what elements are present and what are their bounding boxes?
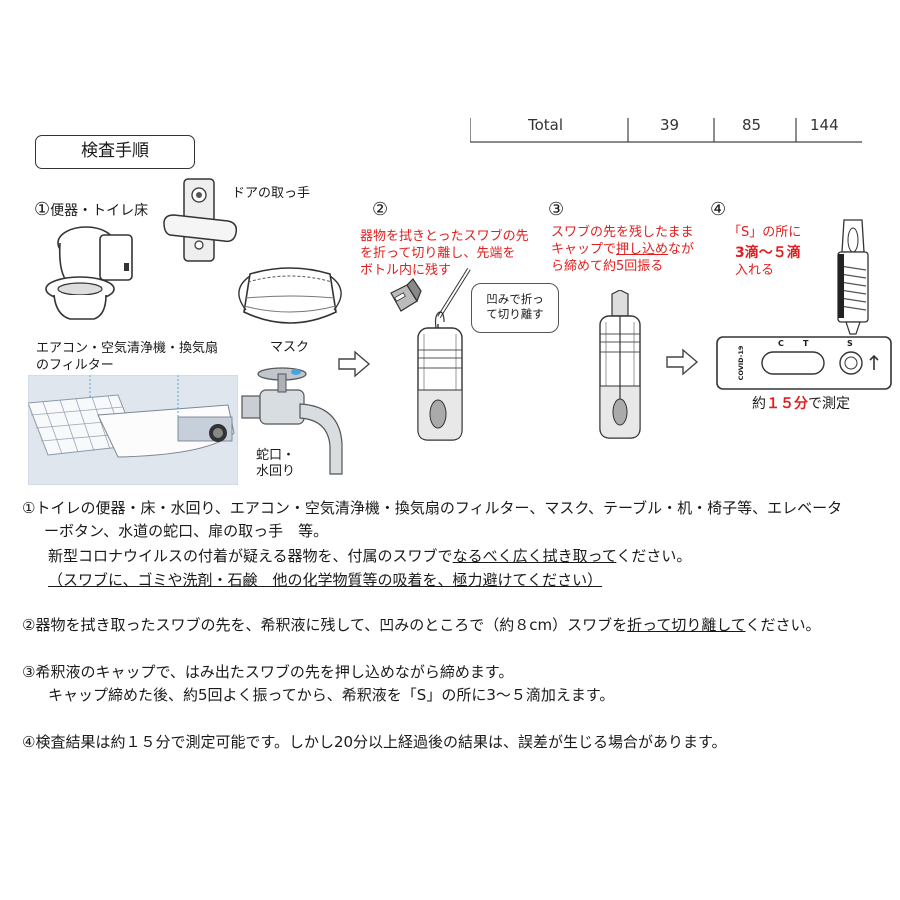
instruction-3-line1: ③希釈液のキャップで、はみ出たスワブの先を押し込めながら締めます。 (22, 663, 514, 681)
test-cassette-illustration (716, 336, 892, 390)
cassette-mark-c: C (778, 339, 784, 348)
step1-number: ① (34, 199, 51, 220)
door-handle-label: ドアの取っ手 (232, 186, 311, 201)
dropper-bottle-illustration (837, 219, 869, 335)
result-pre: 約 (752, 396, 766, 412)
faucet-illustration (241, 367, 343, 475)
result-post: で測定 (808, 396, 850, 412)
arrow-right-icon (666, 348, 699, 376)
break-swab-callout: 凹みで折っ て切り離す (471, 283, 559, 333)
step3-text-line1: スワブの先を残したまま (551, 225, 694, 240)
table-value-2: 85 (742, 118, 762, 134)
instruction-1-line2: ーボタン、水道の蛇口、扉の取っ手 等。 (44, 522, 329, 540)
step2-text-line3: ボトル内に残す (360, 263, 452, 278)
air-conditioner-filter-photo (28, 375, 238, 485)
mask-illustration (238, 267, 342, 324)
step2-text-line2: を折って切り離し、先端を (360, 246, 516, 261)
step2-text-line1: 器物を拭きとったスワブの先 (360, 229, 529, 244)
p1-line3-underline: なるべく広く拭き取って (452, 547, 617, 565)
instruction-2: ②器物を拭き取ったスワブの先を、希釈液に残して、凹みのところで（約８cm）スワブ… (22, 614, 821, 636)
filter-label-line2: のフィルター (36, 358, 114, 373)
step4-result-text: 約１５分で測定 (752, 396, 850, 413)
faucet-label-line2: 水回り (256, 464, 296, 479)
step1-label: 便器・トイレ床 (50, 203, 149, 219)
callout-line1: 凹みで折っ (486, 292, 544, 306)
step3-number: ③ (548, 199, 565, 220)
instruction-1-line3: 新型コロナウイルスの付着が疑える器物を、付属のスワブでなるべく広く拭き取ってくだ… (48, 545, 691, 567)
step2-number: ② (372, 199, 389, 220)
p1-line3-post: ください。 (616, 547, 692, 565)
mask-label: マスク (270, 340, 310, 355)
capped-bottle-illustration (599, 290, 641, 439)
table-value-1: 39 (660, 118, 680, 134)
step3-line2-pre: キャップで (551, 242, 617, 257)
arrow-right-icon (338, 350, 371, 378)
door-handle-illustration (163, 178, 238, 262)
bottle-with-swab-illustration (417, 311, 463, 441)
instruction-1-line4: （スワブに、ゴミや洗剤・石鹸 他の化学物質等の吸着を、極力避けてください） (48, 571, 603, 589)
callout-line2: て切り離す (486, 307, 544, 321)
p1-line3-pre: 新型コロナウイルスの付着が疑える器物を、付属のスワブで (48, 547, 453, 565)
step3-text-line2: キャップで押し込めなが (551, 241, 694, 258)
p2-pre: ②器物を拭き取ったスワブの先を、希釈液に残して、凹みのところで（約８cm）スワブ… (22, 616, 628, 634)
step4-number: ④ (710, 199, 727, 220)
cassette-label: COVID-19 (737, 345, 745, 381)
filter-label-line1: エアコン・空気清浄機・換気扇 (36, 341, 219, 356)
table-total-label: Total (528, 118, 564, 134)
section-title: 検査手順 (35, 135, 195, 169)
step4-text-line2: 3滴～５滴 (735, 245, 801, 261)
step3-line2-post: なが (668, 242, 695, 257)
cap-and-swab-illustration (390, 267, 471, 319)
step4-text-line1: 「S」の所に (728, 225, 802, 240)
cassette-mark-s: S (847, 339, 853, 348)
cassette-mark-t: T (803, 339, 809, 348)
p2-underline: 折って切り離して (627, 616, 746, 634)
instruction-1-line1: ①トイレの便器・床・水回り、エアコン・空気清浄機・換気扇のフィルター、マスク、テ… (22, 499, 843, 517)
table-value-3: 144 (810, 118, 839, 134)
step3-line2-underline: 押し込め (616, 242, 669, 257)
instruction-3-line2: キャップ締めた後、約5回よく振ってから、希釈液を「S」の所に3～５滴加えます。 (48, 686, 615, 704)
result-bold: １５分 (766, 396, 808, 412)
step1-header: ①便器・トイレ床 (34, 199, 148, 220)
step4-text-line3: 入れる (735, 263, 775, 278)
step3-text-line3: ら締めて約5回振る (551, 259, 664, 274)
faucet-label-line1: 蛇口・ (256, 448, 296, 463)
toilet-illustration (45, 226, 133, 320)
table-lines (470, 118, 862, 143)
instruction-4: ④検査結果は約１５分で測定可能です。しかし20分以上経過後の結果は、誤差が生じる… (22, 733, 727, 751)
results-table-fragment: Total 39 85 144 (470, 118, 862, 144)
p2-post: ください。 (745, 616, 821, 634)
